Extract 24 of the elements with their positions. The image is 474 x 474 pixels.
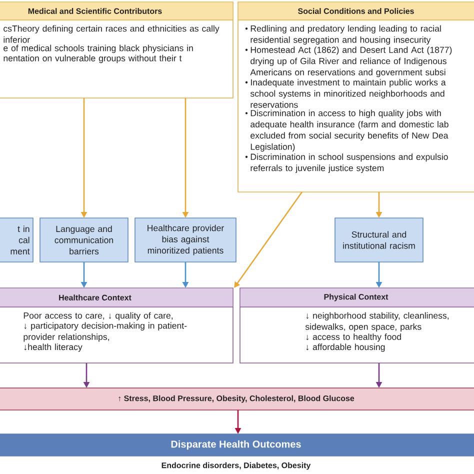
panel-heading: Medical and Scientific Contributors [28,8,162,14]
list-item: ↓ participatory decision-making in patient-provider relationships, [24,322,187,342]
bullet-item: Redlining and predatory lending leading to racial residential segregation and housing insecurity [245,25,441,45]
factor-box: t in cal ment [0,218,34,262]
factor-box: Language and communication barriers [40,218,128,262]
list-item: nentation on vulnerable groups without their t [4,54,182,64]
list-item: ↓health literacy [24,344,82,352]
factor-box: Structural and institutional racism [334,218,424,262]
panel-heading: Physical Context [324,294,388,302]
bullet-item: Inadequate investment to maintain public works a school systems in minoritized neighborhoods and reservations [245,79,446,108]
factor-box: Healthcare provider bias against minoritized patients [134,218,236,262]
list-item: ↓ neighborhood stability, cleanliness, sidewalks, open space, parks [305,312,448,332]
panel-heading: Healthcare Context [59,294,132,300]
outcome-list: Endocrine disorders, Diabetes, Obesity [162,462,311,470]
list-item: ↓ affordable housing [306,344,385,352]
list-item: ↓ access to healthy food [306,334,401,342]
bullet-item: Discrimination in school suspensions and expulsio referrals to juvenile justice system [245,153,448,173]
panel-heading: Social Conditions and Policies [298,8,414,14]
list-item: Poor access to care, ↓ quality of care, [24,312,173,320]
bullet-item: Homestead Act (1862) and Desert Land Act (1877) drying up of Gila River and reliance of Indigenous Americans on reservations and government subsi [245,46,452,78]
bullet-item: Discrimination in access to high quality jobs with adequate health insurance (farm and domestic lab excluded from social security benefits of New Dea Legislation) [245,110,448,152]
list-item: e of medical schools training black physicians in [4,44,193,53]
risk-factor-bar: ↑ Stress, Blood Pressure, Obesity, Cholesterol, Blood Glucose [0,388,474,410]
outcome-band: Disparate Health Outcomes [0,434,474,456]
